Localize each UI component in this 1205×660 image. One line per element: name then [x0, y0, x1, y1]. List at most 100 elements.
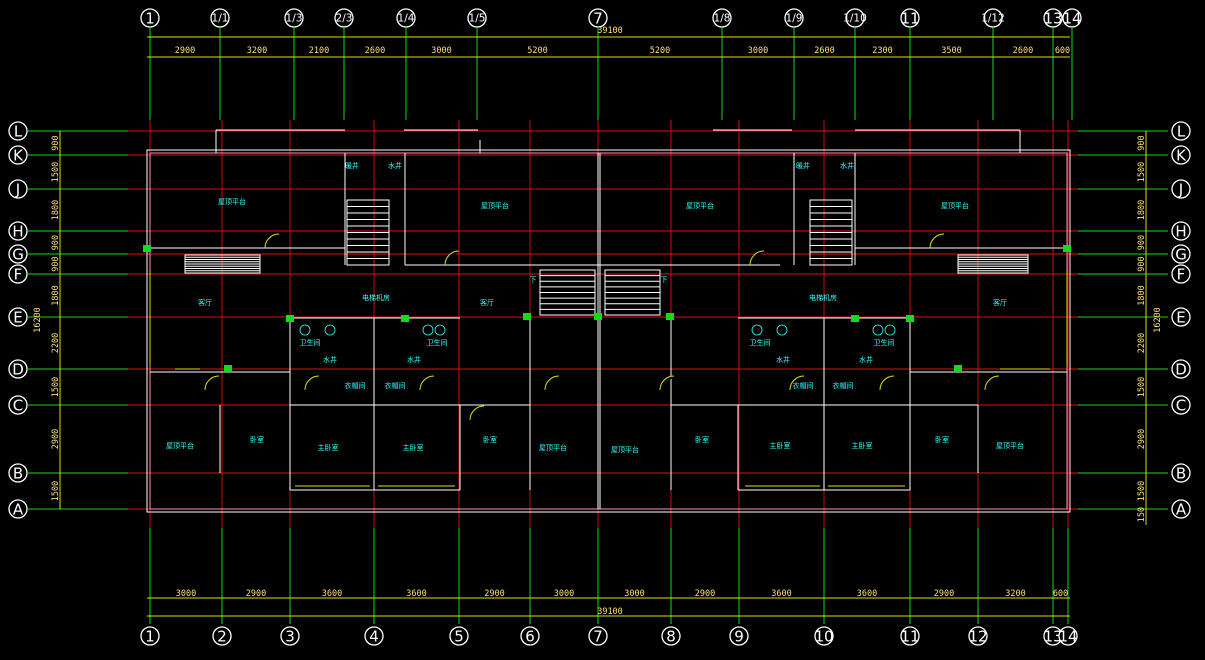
axis-bubble-label: 1/4	[398, 13, 415, 25]
axis-bubble-circle	[1058, 626, 1078, 646]
bottom-axis-bubble: 6	[520, 626, 540, 646]
room-label: 水井	[840, 161, 854, 170]
door-swing	[929, 233, 945, 249]
axis-bubble-circle	[8, 499, 28, 519]
axis-bubble-label: C	[13, 397, 23, 415]
axis-bubble-label: 14	[1062, 10, 1081, 28]
room-label: 卧室	[935, 435, 949, 444]
axis-bubble-circle	[8, 179, 28, 199]
column-marker	[286, 315, 294, 322]
bottom-axis-bubble: 10	[814, 626, 834, 646]
room-label: 卫生间	[427, 338, 448, 347]
axis-bubble-label: 12	[968, 628, 987, 646]
axis-bubble-circle	[140, 626, 160, 646]
right-dimension: 1800	[1137, 200, 1147, 220]
room-label: 衣帽间	[345, 381, 366, 390]
room-label: 主卧室	[852, 441, 873, 450]
top-dimension: 3000	[431, 46, 451, 56]
bottom-axis-bubble: 12	[968, 626, 988, 646]
room-label: 屋顶平台	[941, 201, 969, 210]
left-dimension: 1800	[51, 200, 61, 220]
left-dimension: 2200	[51, 333, 61, 353]
axis-bubble-label: 1/12	[981, 13, 1005, 25]
left-axis-bubble: D	[8, 359, 28, 379]
axis-bubble-circle	[784, 8, 804, 28]
right-dimension: 1500	[1137, 162, 1147, 182]
axis-bubble-label: 3	[285, 628, 295, 646]
door-swing	[659, 375, 675, 391]
bottom-axis-bubble: 5	[449, 626, 469, 646]
axis-bubble-label: 1/10	[843, 13, 867, 25]
axis-bubble-label: 1/1	[212, 13, 229, 25]
axis-bubble-label: 1/3	[286, 13, 303, 25]
axis-bubble-label: L	[14, 123, 23, 141]
right-dimension: 900	[1137, 256, 1147, 271]
room-label: 屋顶平台	[686, 201, 714, 210]
door-swing	[789, 375, 805, 391]
axis-bubble-circle	[845, 8, 865, 28]
axis-bubble-circle	[1171, 244, 1191, 264]
axis-bubble-label: 7	[593, 10, 603, 28]
bottom-dimension: 3600	[322, 589, 342, 599]
fixture-symbol	[434, 324, 446, 336]
right-axis-bubble: A	[1171, 499, 1191, 519]
room-label: 水井	[323, 355, 337, 364]
right-dimension: 1500	[1137, 377, 1147, 397]
top-axis-bubble: 14	[1062, 8, 1082, 28]
axis-bubble-circle	[334, 8, 354, 28]
top-axis-bubble: 13	[1043, 8, 1063, 28]
axis-bubble-label: 11	[900, 628, 919, 646]
bottom-axis-bubble: 4	[364, 626, 384, 646]
axis-bubble-label: K	[1176, 147, 1187, 165]
axis-bubble-circle	[8, 221, 28, 241]
axis-bubble-circle	[364, 626, 384, 646]
top-axis-bubble: 1	[140, 8, 160, 28]
axis-bubble-label: F	[14, 266, 23, 284]
top-dimension: 5200	[650, 46, 670, 56]
axis-bubble-circle	[968, 626, 988, 646]
bottom-dimension: 3000	[554, 589, 574, 599]
column-marker	[143, 245, 151, 252]
axis-bubble-circle	[449, 626, 469, 646]
axis-bubble-label: 1/8	[714, 13, 731, 25]
top-dimension: 2100	[309, 46, 329, 56]
room-label: 屋顶平台	[166, 441, 194, 450]
room-label: 卫生间	[874, 338, 895, 347]
right-dimension: 1800	[1137, 285, 1147, 305]
right-dimension: 900	[1137, 235, 1147, 250]
left-axis-bubble: G	[8, 244, 28, 264]
room-label: 客厅	[480, 298, 494, 307]
axis-bubble-circle	[467, 8, 487, 28]
room-label: 下	[530, 276, 537, 284]
top-dimension: 2600	[365, 46, 385, 56]
right-dimension: 1500	[1137, 481, 1147, 501]
bottom-dimension: 3000	[176, 589, 196, 599]
axis-bubble-label: 14	[1058, 628, 1077, 646]
bottom-dimension: 2900	[246, 589, 266, 599]
axis-bubble-label: 5	[454, 628, 464, 646]
column-marker	[594, 313, 602, 320]
room-label: 屋顶平台	[996, 441, 1024, 450]
room-label: 水井	[407, 355, 421, 364]
left-dimension: 1500	[51, 162, 61, 182]
axis-bubble-label: 7	[593, 628, 603, 646]
axis-bubble-circle	[396, 8, 416, 28]
axis-bubble-label: H	[12, 223, 23, 241]
bottom-axis-bubble: 13	[1043, 626, 1063, 646]
top-axis-bubble: 1/10	[843, 8, 867, 28]
building-inner-outline	[149, 152, 1068, 510]
bottom-dimension: 2900	[484, 589, 504, 599]
right-axis-bubble: J	[1171, 179, 1191, 199]
top-dimension: 2600	[814, 46, 834, 56]
axis-bubble-circle	[900, 626, 920, 646]
left-axis-bubble: A	[8, 499, 28, 519]
room-label: 卧室	[250, 435, 264, 444]
axis-bubble-label: 1	[145, 10, 155, 28]
top-dimension: 5200	[527, 46, 547, 56]
axis-bubble-label: L	[1177, 123, 1186, 141]
axis-bubble-label: 11	[900, 10, 919, 28]
top-dimension: 2900	[175, 46, 195, 56]
top-axis-bubble: 1/1	[210, 8, 230, 28]
axis-bubble-label: 2	[217, 628, 227, 646]
axis-bubble-circle	[1171, 264, 1191, 284]
